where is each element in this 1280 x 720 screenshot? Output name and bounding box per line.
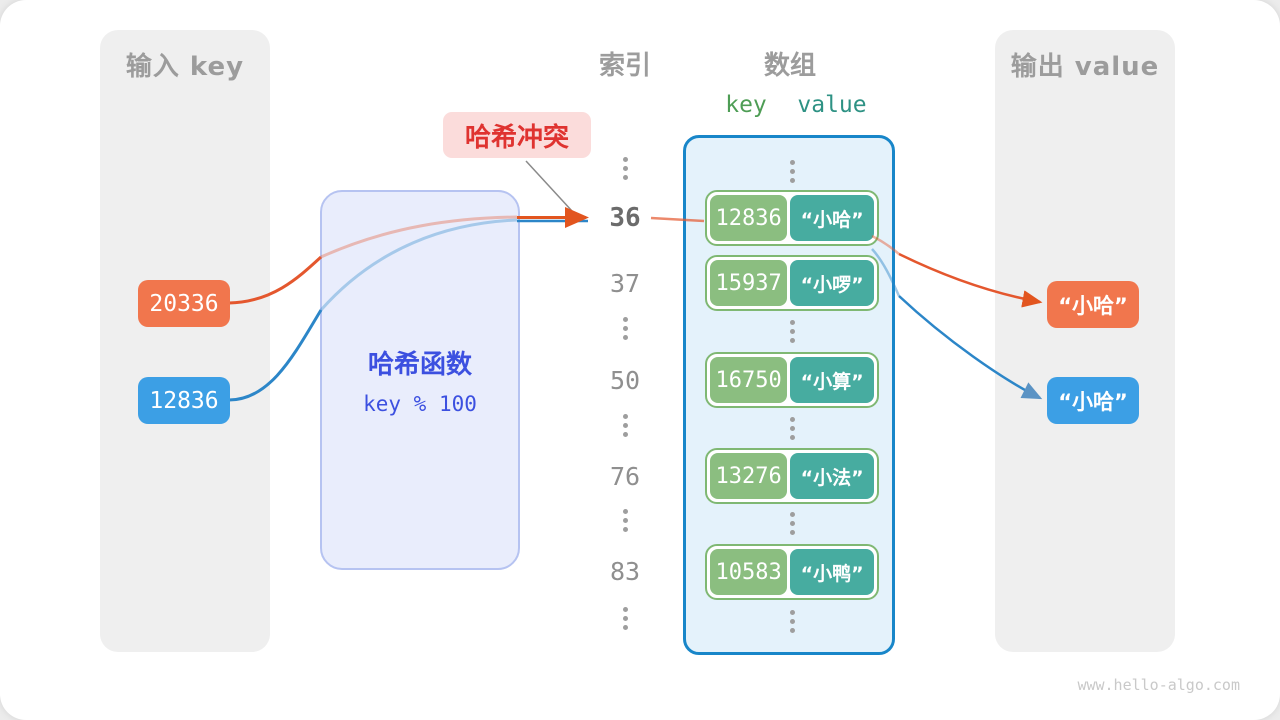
key-subheader: key <box>725 92 767 118</box>
array-row: 12836 “小哈” <box>705 190 879 246</box>
ellipsis-dots <box>787 610 797 633</box>
array-value-cell: “小算” <box>790 357 874 403</box>
ellipsis-dots <box>620 607 630 630</box>
ellipsis-dots <box>787 512 797 535</box>
array-key-cell: 12836 <box>710 195 788 241</box>
array-row: 15937 “小啰” <box>705 255 879 311</box>
output-panel-title: 输出 value <box>1010 52 1160 82</box>
array-key-cell: 16750 <box>710 357 788 403</box>
value-subheader: value <box>797 92 867 118</box>
output-value-orange: “小哈” <box>1047 281 1139 328</box>
index-36: 36 <box>609 203 641 233</box>
output-value-blue: “小哈” <box>1047 377 1139 424</box>
array-row: 10583 “小鸭” <box>705 544 879 600</box>
array-key-cell: 10583 <box>710 549 788 595</box>
hash-function-box: 哈希函数 key % 100 <box>320 190 520 570</box>
ellipsis-dots <box>787 320 797 343</box>
index-76: 76 <box>609 462 641 491</box>
ellipsis-dots <box>620 317 630 340</box>
input-key-panel: 输入 key <box>100 30 270 652</box>
index-37: 37 <box>609 269 641 298</box>
watermark: www.hello-algo.com <box>1077 676 1240 694</box>
ellipsis-dots <box>620 414 630 437</box>
ellipsis-dots <box>620 509 630 532</box>
array-value-cell: “小鸭” <box>790 549 874 595</box>
array-column-header: 数组 <box>763 51 816 81</box>
array-row: 16750 “小算” <box>705 352 879 408</box>
array-row: 13276 “小法” <box>705 448 879 504</box>
array-value-cell: “小哈” <box>790 195 874 241</box>
array-key-cell: 15937 <box>710 260 788 306</box>
ellipsis-dots <box>787 160 797 183</box>
array-value-cell: “小啰” <box>790 260 874 306</box>
collision-pointer-line <box>525 160 573 212</box>
index-50: 50 <box>609 366 641 395</box>
index-column-header: 索引 <box>598 51 651 81</box>
array-value-cell: “小法” <box>790 453 874 499</box>
hash-function-formula: key % 100 <box>363 392 477 416</box>
ellipsis-dots <box>787 417 797 440</box>
array-key-cell: 13276 <box>710 453 788 499</box>
hash-function-title: 哈希函数 <box>367 350 472 380</box>
input-key-12836: 12836 <box>138 377 230 424</box>
input-key-20336: 20336 <box>138 280 230 327</box>
input-panel-title: 输入 key <box>125 52 245 82</box>
output-value-panel: 输出 value <box>995 30 1175 652</box>
index-83: 83 <box>609 557 641 586</box>
ellipsis-dots <box>620 157 630 180</box>
hash-collision-label: 哈希冲突 <box>443 112 591 158</box>
array-panel: 12836 “小哈” 15937 “小啰” 16750 “小算” 13276 “… <box>683 135 895 655</box>
